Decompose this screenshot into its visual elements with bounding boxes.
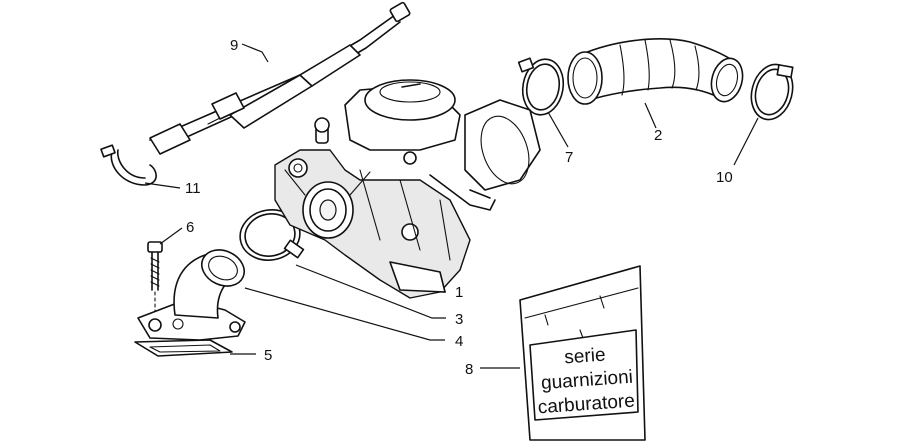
leader-4	[244, 287, 445, 341]
part-3-hose-clamp	[239, 209, 305, 261]
part-4-intake-manifold	[137, 249, 246, 341]
leader-7	[547, 111, 569, 148]
leader-3	[295, 264, 446, 319]
callout-3: 3	[455, 311, 463, 328]
part-5-gasket	[134, 339, 233, 357]
callout-4: 4	[455, 333, 463, 350]
leader-6	[159, 227, 183, 245]
callout-9: 9	[230, 37, 238, 54]
callout-2: 2	[654, 127, 662, 144]
callout-1: 1	[455, 284, 463, 301]
leader-9	[241, 43, 269, 63]
bag-label-line-1: serie	[564, 345, 607, 369]
callout-6: 6	[186, 219, 194, 236]
part-9-cable-assembly	[149, 1, 411, 155]
callout-labels: 9 11 6 5 4 3 1 7 2 10 8	[185, 37, 733, 378]
leader-10	[733, 117, 759, 166]
leader-2	[644, 102, 657, 129]
leader-11	[144, 182, 181, 189]
part-10-clamp	[750, 63, 794, 121]
part-7-clamp	[517, 57, 565, 116]
part-11-clamp	[100, 144, 157, 186]
part-8-gasket-set-bag	[519, 265, 646, 441]
part-1-carburetor	[274, 79, 541, 299]
callout-8: 8	[465, 361, 473, 378]
part-2-air-intake-tube	[567, 38, 744, 105]
part-6-bolt	[147, 241, 163, 313]
leader-lines	[144, 43, 759, 369]
callout-5: 5	[264, 347, 272, 364]
callout-11: 11	[185, 180, 201, 197]
callout-7: 7	[565, 149, 573, 166]
callout-10: 10	[716, 169, 733, 186]
